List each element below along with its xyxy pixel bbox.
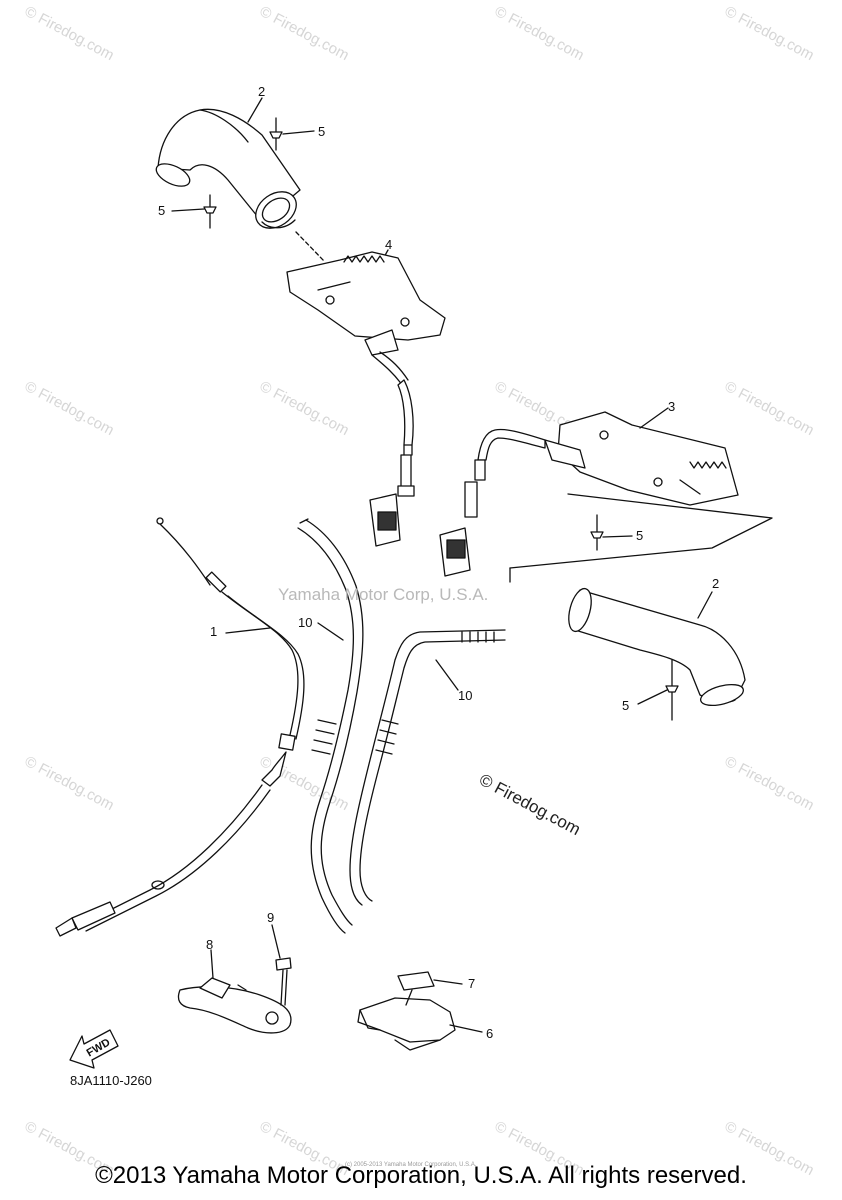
callout-10: 10: [298, 615, 313, 630]
bolt-part: [275, 957, 292, 1006]
heater-element-right: [439, 411, 739, 577]
callout-6: 6: [486, 1026, 494, 1041]
callout-8: 8: [206, 937, 214, 952]
callout-2: 2: [258, 84, 266, 99]
callout-5: 5: [158, 203, 166, 218]
callout-3: 3: [668, 399, 676, 414]
grip-right-part: [568, 587, 746, 707]
pad-part: [397, 971, 435, 991]
callout-9: 9: [267, 910, 275, 925]
clip-part: [357, 997, 456, 1051]
callout-2: 2: [712, 576, 720, 591]
rivet-part: [590, 514, 679, 721]
callout-10: 10: [458, 688, 473, 703]
callout-1: 1: [210, 624, 218, 639]
callout-7: 7: [468, 976, 476, 991]
callout-4: 4: [385, 237, 393, 252]
callout-5: 5: [318, 124, 326, 139]
rivet-part: [203, 117, 283, 229]
diagram-code: 8JA1110-J260: [70, 1073, 152, 1088]
center-watermark: Yamaha Motor Corp, U.S.A.: [278, 585, 489, 604]
grip-left-part: [155, 108, 301, 229]
copyright-notice: ©2013 Yamaha Motor Corporation, U.S.A. A…: [95, 1162, 747, 1189]
callout-5: 5: [636, 528, 644, 543]
vent-hose-part: [297, 518, 506, 934]
bracket-part: [177, 977, 292, 1034]
tiny-copyright: (c) 2005-2013 Yamaha Motor Corporation, …: [345, 1162, 477, 1168]
heater-element-left: [286, 251, 446, 547]
callout-5: 5: [622, 698, 630, 713]
forward-arrow-icon: [69, 1029, 119, 1069]
throttle-cable-part: [55, 517, 305, 937]
